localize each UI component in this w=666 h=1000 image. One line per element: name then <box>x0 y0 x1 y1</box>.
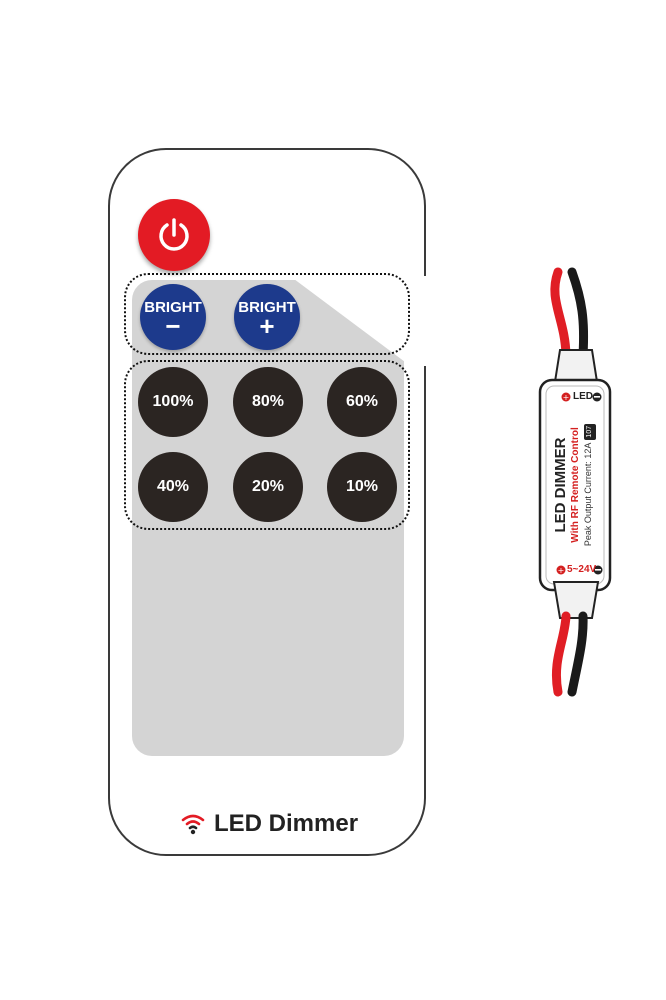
bottom-red-wire <box>551 611 571 697</box>
brightness-40-button[interactable]: 40% <box>138 452 208 522</box>
brightness-10-label: 10% <box>345 478 379 495</box>
plus-symbol: + <box>259 310 275 341</box>
minus-symbol: − <box>165 310 181 341</box>
bottom-black-wire <box>567 611 588 697</box>
power-button[interactable] <box>138 199 210 271</box>
top-red-wire <box>550 267 571 360</box>
bright-minus-button[interactable]: BRIGHT − <box>140 284 206 350</box>
brightness-80-button[interactable]: 80% <box>233 367 303 437</box>
bright-plus-button[interactable]: BRIGHT + <box>234 284 300 350</box>
brightness-20-label: 20% <box>251 478 285 495</box>
brightness-100-button[interactable]: 100% <box>138 367 208 437</box>
power-icon <box>159 218 189 251</box>
wifi-signal-icon <box>181 814 205 835</box>
module-subtitle: With RF Remote Control <box>570 427 581 543</box>
module-spec-row: Peak Output Current: 12A 107 <box>582 423 596 547</box>
top-collar <box>552 349 600 389</box>
bright-group-outline <box>124 273 410 355</box>
module-spec: Peak Output Current: 12A <box>583 442 593 547</box>
bottom-collar <box>552 581 600 619</box>
module-text-block: LED DIMMER With RF Remote Control Peak O… <box>544 390 604 580</box>
percent-group-outline <box>124 360 410 530</box>
remote-name: LED Dimmer <box>214 810 359 837</box>
model-badge: 107 <box>584 423 596 440</box>
bright-plus-label: BRIGHT <box>238 298 296 316</box>
brightness-80-label: 80% <box>251 393 285 410</box>
brightness-10-button[interactable]: 10% <box>327 452 397 522</box>
brightness-60-label: 60% <box>345 393 379 410</box>
brightness-20-button[interactable]: 20% <box>233 452 303 522</box>
remote-footer: LED Dimmer <box>180 806 380 842</box>
top-black-wire <box>567 267 589 360</box>
module-title: LED DIMMER <box>552 437 569 533</box>
brightness-100-label: 100% <box>152 393 194 410</box>
brightness-40-label: 40% <box>156 478 190 495</box>
brightness-60-button[interactable]: 60% <box>327 367 397 437</box>
bright-minus-label: BRIGHT <box>144 298 202 316</box>
